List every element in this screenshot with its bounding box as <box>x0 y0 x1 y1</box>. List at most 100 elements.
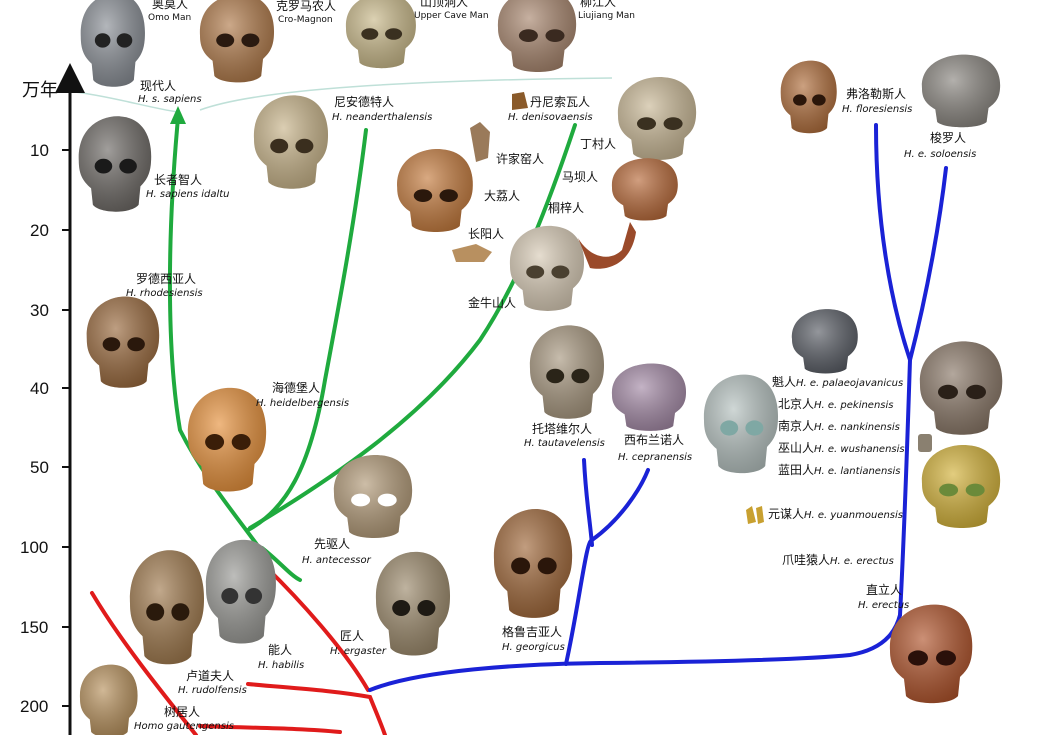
label-georgicus-sci: H. georgicus <box>502 642 565 653</box>
tick-label: 200 <box>20 697 48 716</box>
label-nean: 尼安德特人 <box>334 94 394 109</box>
top-connectors <box>74 77 613 113</box>
label-rhod-sci: H. rhodesiensis <box>126 288 203 299</box>
skull-liujiang <box>497 0 577 73</box>
fragment-changyang <box>452 244 492 262</box>
label-upper-cave: 山顶洞人 <box>420 0 468 9</box>
skull-erectus <box>889 604 973 704</box>
label-ergaster: 匠人 <box>340 629 364 643</box>
label-java: 爪哇猿人H. e. erectus <box>782 552 894 567</box>
label-solo: 梭罗人 <box>930 130 966 145</box>
skull-cepranensis <box>611 363 687 431</box>
label-liujiang: 柳江人 <box>580 0 616 9</box>
label-georgicus: 格鲁吉亚人 <box>502 624 562 639</box>
label-omo: 奥莫人 <box>152 0 188 11</box>
label-ergaster-sci: H. ergaster <box>330 646 387 657</box>
label-xujiayao: 许家窑人 <box>496 151 544 166</box>
skull-dali <box>397 149 473 233</box>
label-dingcun: 丁村人 <box>580 137 616 151</box>
fragment-xujiayao <box>470 122 490 162</box>
skull-tautavelensis <box>529 325 605 419</box>
label-rudolf-sci: H. rudolfensis <box>178 685 247 696</box>
skull-neanderthalensis <box>253 95 329 189</box>
tick-label: 100 <box>20 538 48 557</box>
skull-gautengensis <box>79 664 138 735</box>
label-rudolf: 卢道夫人 <box>186 668 234 683</box>
fragment-tongzi-jaw <box>578 222 636 269</box>
blue-lineage <box>368 123 948 692</box>
green-arrowhead <box>170 106 186 124</box>
skull-heidelbergensis <box>187 387 267 492</box>
skull-cro <box>199 0 275 83</box>
label-flores: 弗洛勒斯人 <box>846 86 906 101</box>
skull-palaeojavanicus <box>791 309 858 374</box>
axis-unit-label: 万年 <box>22 80 58 101</box>
tick-label: 150 <box>20 618 48 637</box>
label-nean-sci: H. neanderthalensis <box>332 112 432 123</box>
label-modern-sci: H. s. sapiens <box>138 94 202 105</box>
label-heid: 海德堡人 <box>272 380 320 395</box>
label-habilis-sci: H. habilis <box>258 660 304 671</box>
label-liujiang-en: Liujiang Man <box>578 11 635 21</box>
label-tongzi: 桐梓人 <box>548 200 584 215</box>
fragment-small <box>918 434 932 452</box>
label-lantian: 蓝田人H. e. lantianensis <box>778 463 901 477</box>
label-tautavel: 托塔维尔人 <box>532 421 592 436</box>
tick-label: 40 <box>30 379 49 398</box>
label-upper-cave-en: Upper Cave Man <box>414 11 489 21</box>
skull-images <box>78 0 1003 735</box>
time-axis: 万年 10 20 30 40 50 100 150 200 <box>20 63 85 735</box>
skull-habilis-2 <box>205 539 276 644</box>
label-solo-sci: H. e. soloensis <box>904 149 976 160</box>
label-ceprano: 西布兰诺人 <box>624 433 684 447</box>
label-ceprano-sci: H. cepranensis <box>618 452 692 463</box>
label-palaeo: 魁人H. e. palaeojavanicus <box>772 374 903 389</box>
skull-floresiensis <box>780 60 837 134</box>
label-erectus: 直立人 <box>866 582 902 597</box>
tick-label: 20 <box>30 221 49 240</box>
skull-habilis-1 <box>129 550 205 665</box>
label-omo-en: Omo Man <box>148 13 191 23</box>
tick-label: 30 <box>30 301 49 320</box>
label-yuanmou: 元谋人H. e. yuanmouensis <box>768 507 903 521</box>
label-jinniushan: 金牛山人 <box>468 295 516 310</box>
label-modern: 现代人 <box>140 79 176 93</box>
label-maba: 马坝人 <box>562 170 598 184</box>
skull-antecessor <box>333 455 413 538</box>
label-idaltu-sci: H. sapiens idaltu <box>146 189 230 200</box>
skull-maba <box>611 158 678 221</box>
label-cro-en: Cro-Magnon <box>278 15 333 25</box>
skull-ngandong <box>919 341 1003 435</box>
tick-label: 50 <box>30 458 49 477</box>
skull-jinniushan <box>509 225 585 311</box>
label-antecessor-sci: H. antecessor <box>302 555 372 566</box>
skull-pekinensis <box>703 374 779 474</box>
label-cro: 克罗马农人 <box>276 0 336 13</box>
red-lineage <box>90 564 387 735</box>
fragment-denisova-tooth <box>512 92 528 110</box>
label-tautavel-sci: H. tautavelensis <box>524 438 605 449</box>
label-nanking: 南京人H. e. nankinensis <box>778 418 900 433</box>
skull-omo <box>80 0 145 87</box>
label-gauteng: 树居人 <box>164 704 200 719</box>
label-deni-sci: H. denisovaensis <box>508 112 593 123</box>
tick-label: 10 <box>30 141 49 160</box>
label-flores-sci: H. floresiensis <box>842 104 912 115</box>
skull-idaltu <box>78 116 152 212</box>
label-heid-sci: H. heidelbergensis <box>256 398 349 409</box>
label-habilis: 能人 <box>268 643 292 657</box>
label-gauteng-sci: Homo gautengensis <box>134 721 234 732</box>
skull-soloensis <box>921 54 1001 128</box>
skull-ergaster <box>375 551 451 656</box>
label-idaltu: 长者智人 <box>154 172 202 187</box>
axis-ticks <box>62 149 70 707</box>
label-changyang: 长阳人 <box>468 227 504 241</box>
label-deni: 丹尼索瓦人 <box>530 95 590 109</box>
species-labels: 奥莫人 Omo Man 克罗马农人 Cro-Magnon 山顶洞人 Upper … <box>126 0 976 732</box>
label-antecessor: 先驱人 <box>314 537 350 551</box>
label-rhod: 罗德西亚人 <box>136 271 196 286</box>
label-dali: 大荔人 <box>484 189 520 203</box>
label-peking: 北京人H. e. pekinensis <box>778 397 894 411</box>
label-wushan: 巫山人H. e. wushanensis <box>778 441 905 455</box>
